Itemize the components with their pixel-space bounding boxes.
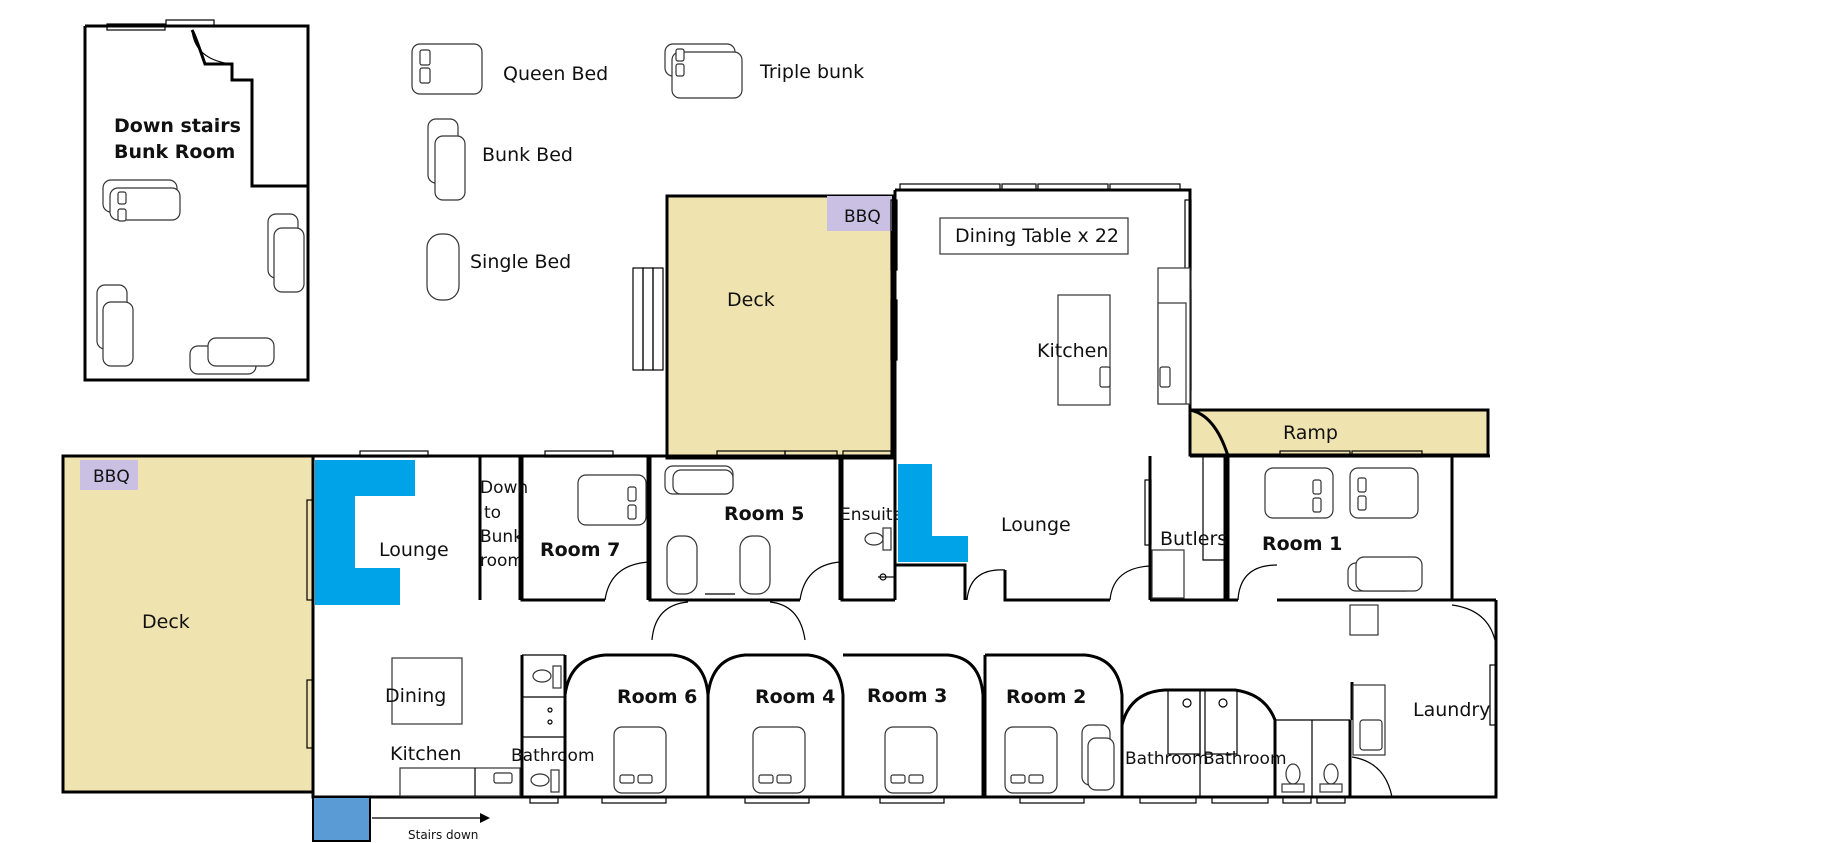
legend-queen-label: Queen Bed <box>503 63 608 85</box>
butlers-pantry: Butlers <box>1150 456 1227 602</box>
legend-bunk-bed: Bunk Bed <box>427 118 573 201</box>
down-to-bunk-1: Down <box>480 478 528 498</box>
dining-label: Dining <box>385 685 446 707</box>
sofa-left-top <box>315 460 415 605</box>
down-to-bunk-3: Bunk <box>480 527 523 547</box>
left-dining-kitchen: Dining Kitchen <box>385 657 521 797</box>
room4-label: Room 4 <box>755 686 835 708</box>
main-floor-walls <box>306 450 1498 804</box>
legend-queen-bed: Queen Bed <box>411 43 608 95</box>
legend-bunk-label: Bunk Bed <box>482 144 573 166</box>
bathroom-a-label: Bathroom <box>1125 749 1209 769</box>
stairs-down-label: Stairs down <box>408 828 478 842</box>
room6-label: Room 6 <box>617 686 697 708</box>
bbq-top-label: BBQ <box>844 207 881 227</box>
bbq-left-label: BBQ <box>93 467 130 487</box>
down-to-bunk-2: to <box>484 503 501 523</box>
deck-top-label: Deck <box>727 289 775 311</box>
arrow-right-icon <box>480 813 490 823</box>
main-kitchen-area: Dining Table x 22 Kitchen <box>890 183 1230 600</box>
room-7: Room 7 <box>520 456 650 602</box>
downstairs-bunk-bed-left <box>96 284 134 367</box>
laundry-label: Laundry <box>1413 699 1490 721</box>
dining-table <box>939 217 1129 255</box>
single-bed-icon <box>426 233 460 301</box>
bathroom-left: Bathroom <box>511 654 595 797</box>
bathrooms-right: Bathroom Bathroom <box>1120 688 1352 797</box>
ensuite: Ensuite <box>840 456 903 602</box>
room1-queen-bed-1 <box>1264 467 1334 519</box>
downstairs-bunk-bed-right <box>267 213 305 293</box>
lounge-left-label: Lounge <box>379 539 449 561</box>
room5-single-bed-1 <box>666 535 698 595</box>
room7-label: Room 7 <box>540 539 620 561</box>
room1-label: Room 1 <box>1262 533 1342 555</box>
downstairs-triple-bunk <box>102 179 181 222</box>
bathroom-b-label: Bathroom <box>1203 749 1287 769</box>
legend: Queen Bed Triple bunk Bunk Bed Single Be… <box>411 43 864 301</box>
bathroom-left-label: Bathroom <box>511 746 595 766</box>
butlers-label: Butlers <box>1160 528 1227 550</box>
deck-left <box>61 454 315 794</box>
bbq-top <box>827 196 892 231</box>
legend-single-label: Single Bed <box>470 251 571 273</box>
laundry: Laundry <box>1350 682 1490 798</box>
legend-triple-label: Triple bunk <box>759 61 864 83</box>
room3-label: Room 3 <box>867 685 947 707</box>
downstairs-bunk-bed-bottom <box>189 337 275 375</box>
dining-table-left <box>391 657 463 725</box>
ramp <box>1188 408 1490 457</box>
main-lounge: Lounge <box>895 456 1152 602</box>
deck-top <box>665 194 894 460</box>
room-3: Room 3 <box>843 653 985 797</box>
ramp-label: Ramp <box>1283 422 1338 444</box>
room5-label: Room 5 <box>724 503 804 525</box>
bbq-left <box>80 460 138 490</box>
left-lounge: Lounge Down to Bunk room <box>315 456 528 605</box>
room-5: Room 5 <box>648 456 842 641</box>
stairs-block <box>312 796 371 842</box>
room-1: Room 1 <box>1226 456 1498 646</box>
lounge-main-label: Lounge <box>1001 514 1071 536</box>
room-4: Room 4 <box>706 653 845 797</box>
dining-table-label: Dining Table x 22 <box>955 225 1119 247</box>
legend-single-bed: Single Bed <box>426 233 571 301</box>
sofa-main <box>898 464 968 562</box>
ensuite-label: Ensuite <box>840 505 903 525</box>
deck-left-label: Deck <box>142 611 190 633</box>
legend-triple-bunk: Triple bunk <box>664 43 864 99</box>
kitchen-main-label: Kitchen <box>1037 340 1108 362</box>
stairs-down: Stairs down <box>312 796 490 842</box>
deck-bench <box>632 267 664 371</box>
downstairs-bunk-room: Down stairs Bunk Room <box>83 19 310 382</box>
ensuite-toilet <box>864 532 884 546</box>
room-2: Room 2 <box>983 653 1124 797</box>
downstairs-title-1: Down stairs <box>114 115 241 137</box>
room2-label: Room 2 <box>1006 686 1086 708</box>
room-6: Room 6 <box>563 653 710 797</box>
kitchen-small-label: Kitchen <box>390 743 461 765</box>
room1-queen-bed-2 <box>1349 467 1419 519</box>
downstairs-title-2: Bunk Room <box>114 141 235 163</box>
down-to-bunk-4: room <box>480 551 524 571</box>
room5-single-bed-2 <box>739 535 771 595</box>
